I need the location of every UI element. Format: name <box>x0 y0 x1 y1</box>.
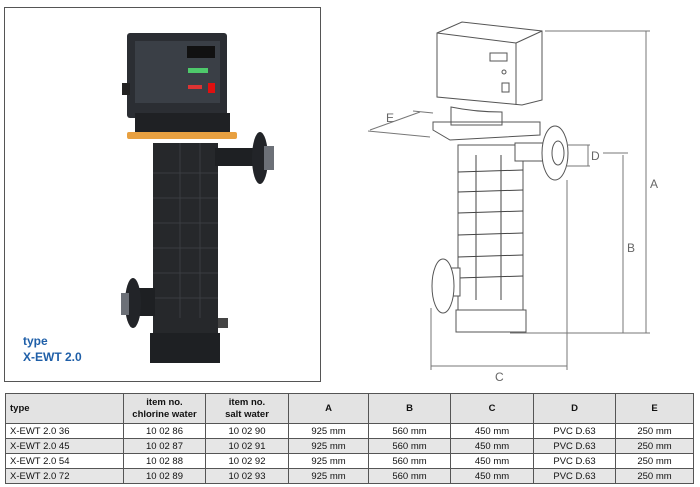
table-cell: PVC D.63 <box>533 468 616 484</box>
type-caption: type <box>23 334 48 348</box>
table-cell: 450 mm <box>450 468 534 484</box>
dimension-label-b: B <box>627 241 635 255</box>
header-item-salt: item no.salt water <box>205 393 289 424</box>
table-cell: 560 mm <box>368 438 451 454</box>
drawing-inlet-flange <box>431 258 455 314</box>
header-item-chlorine: item no.chlorine water <box>123 393 206 424</box>
product-photo <box>121 33 274 363</box>
table-cell: 10 02 89 <box>123 468 206 484</box>
specification-table: type item no.chlorine water item no.salt… <box>5 393 694 484</box>
table-cell: 10 02 91 <box>205 438 289 454</box>
table-cell: 925 mm <box>288 453 369 469</box>
table-cell: 10 02 87 <box>123 438 206 454</box>
dimension-label-c: C <box>495 370 504 384</box>
orange-gasket <box>127 132 237 139</box>
table-cell: 250 mm <box>615 453 694 469</box>
header-a: A <box>288 393 369 424</box>
table-cell: 450 mm <box>450 453 534 469</box>
table-cell: 560 mm <box>368 423 451 439</box>
table-cell: X-EWT 2.0 54 <box>5 453 124 469</box>
status-indicator <box>188 68 208 73</box>
table-cell: 250 mm <box>615 423 694 439</box>
dimension-label-e: E <box>386 111 394 125</box>
table-cell: PVC D.63 <box>533 453 616 469</box>
header-d: D <box>533 393 616 424</box>
table-cell: 250 mm <box>615 438 694 454</box>
table-cell: 450 mm <box>450 438 534 454</box>
table-header-row: type item no.chlorine water item no.salt… <box>5 393 694 424</box>
table-cell: 925 mm <box>288 468 369 484</box>
table-cell: PVC D.63 <box>533 438 616 454</box>
table-cell: PVC D.63 <box>533 423 616 439</box>
dimension-drawing: A B C D E <box>367 21 658 384</box>
header-b: B <box>368 393 451 424</box>
table-cell: 10 02 86 <box>123 423 206 439</box>
table-cell: 925 mm <box>288 423 369 439</box>
drawing-column <box>457 144 524 311</box>
table-cell: 250 mm <box>615 468 694 484</box>
dimension-label-a: A <box>650 177 658 191</box>
table-cell: 560 mm <box>368 453 451 469</box>
table-cell: 450 mm <box>450 423 534 439</box>
drawing-control-box <box>436 21 543 106</box>
electrolysis-column <box>153 143 218 343</box>
table-cell: 10 02 88 <box>123 453 206 469</box>
table-cell: 10 02 90 <box>205 423 289 439</box>
table-cell: X-EWT 2.0 36 <box>5 423 124 439</box>
power-switch-icon <box>208 83 215 93</box>
inlet-flange <box>125 278 141 328</box>
table-cell: X-EWT 2.0 45 <box>5 438 124 454</box>
header-c: C <box>450 393 534 424</box>
product-photo-frame: type X-EWT 2.0 <box>4 7 321 382</box>
table-cell: 10 02 92 <box>205 453 289 469</box>
header-type: type <box>5 393 124 424</box>
table-cell: X-EWT 2.0 72 <box>5 468 124 484</box>
model-name: X-EWT 2.0 <box>23 350 82 364</box>
dimension-line-e <box>369 111 421 131</box>
table-cell: 10 02 93 <box>205 468 289 484</box>
product-type-label: type X-EWT 2.0 <box>23 333 82 365</box>
table-cell: 560 mm <box>368 468 451 484</box>
header-e: E <box>615 393 694 424</box>
drawing-outlet-flange <box>541 125 569 181</box>
outlet-flange <box>252 132 268 184</box>
table-cell: 925 mm <box>288 438 369 454</box>
dimension-label-d: D <box>591 149 600 163</box>
